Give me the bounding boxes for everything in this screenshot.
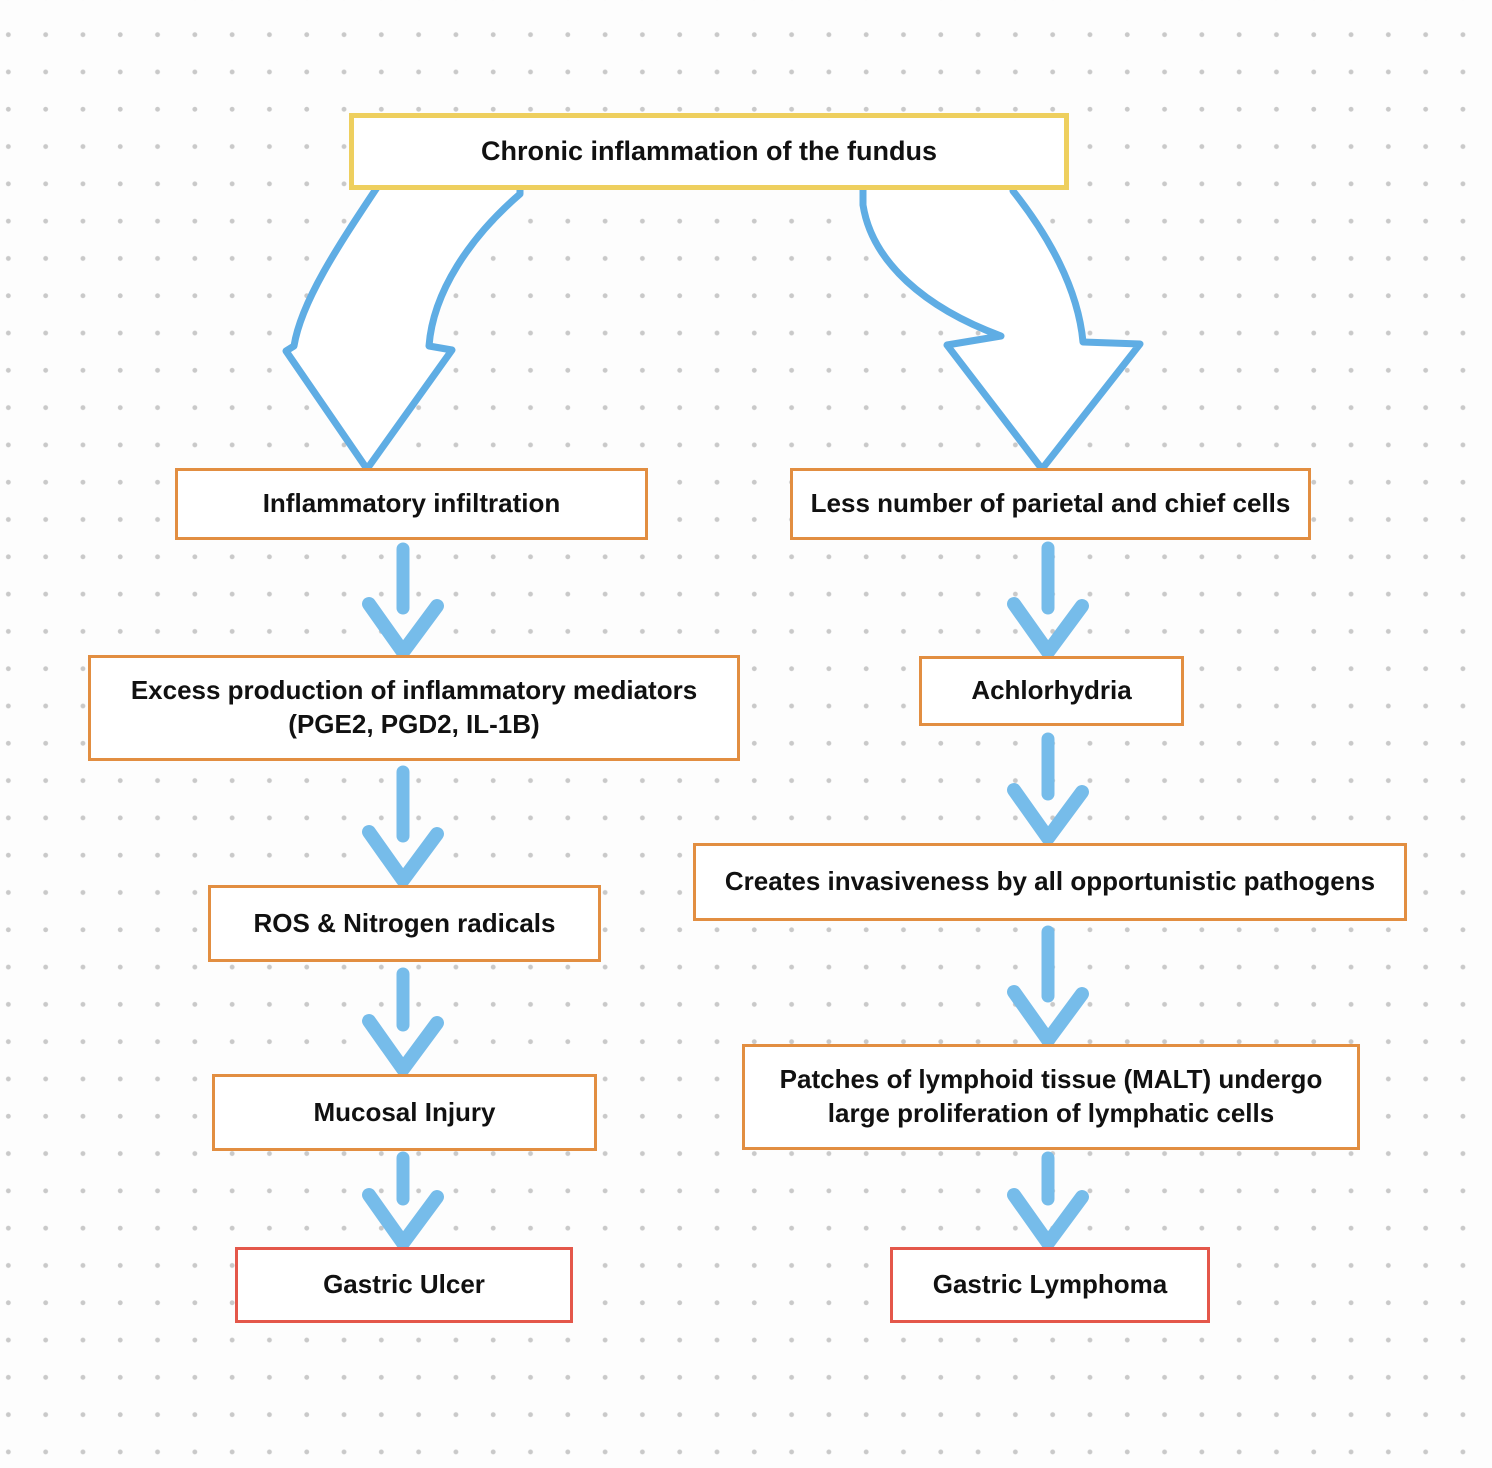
node-mucosal-injury: Mucosal Injury bbox=[212, 1074, 597, 1151]
node-chronic-inflammation: Chronic inflammation of the fundus bbox=[349, 113, 1069, 190]
node-gastric-ulcer: Gastric Ulcer bbox=[235, 1247, 573, 1323]
node-excess-mediators: Excess production of inflammatory mediat… bbox=[88, 655, 740, 761]
down-arrow-icon bbox=[1007, 732, 1089, 845]
down-arrow-icon bbox=[362, 967, 444, 1076]
node-achlorhydria: Achlorhydria bbox=[919, 656, 1184, 726]
down-arrow-icon bbox=[362, 765, 444, 887]
node-malt-proliferation: Patches of lymphoid tissue (MALT) underg… bbox=[742, 1044, 1360, 1150]
node-less-parietal-chief-cells: Less number of parietal and chief cells bbox=[790, 468, 1311, 540]
down-arrow-icon bbox=[1007, 1151, 1089, 1250]
down-arrow-icon bbox=[362, 542, 444, 659]
down-arrow-icon bbox=[1007, 925, 1089, 1047]
branch-arrow-left-icon bbox=[282, 182, 524, 473]
down-arrow-icon bbox=[1007, 541, 1089, 659]
node-inflammatory-infiltration: Inflammatory infiltration bbox=[175, 468, 648, 540]
branch-arrow-right-icon bbox=[859, 182, 1144, 473]
node-ros-nitrogen-radicals: ROS & Nitrogen radicals bbox=[208, 885, 601, 962]
node-gastric-lymphoma: Gastric Lymphoma bbox=[890, 1247, 1210, 1323]
node-opportunistic-pathogens: Creates invasiveness by all opportunisti… bbox=[693, 843, 1407, 921]
down-arrow-icon bbox=[362, 1151, 444, 1250]
